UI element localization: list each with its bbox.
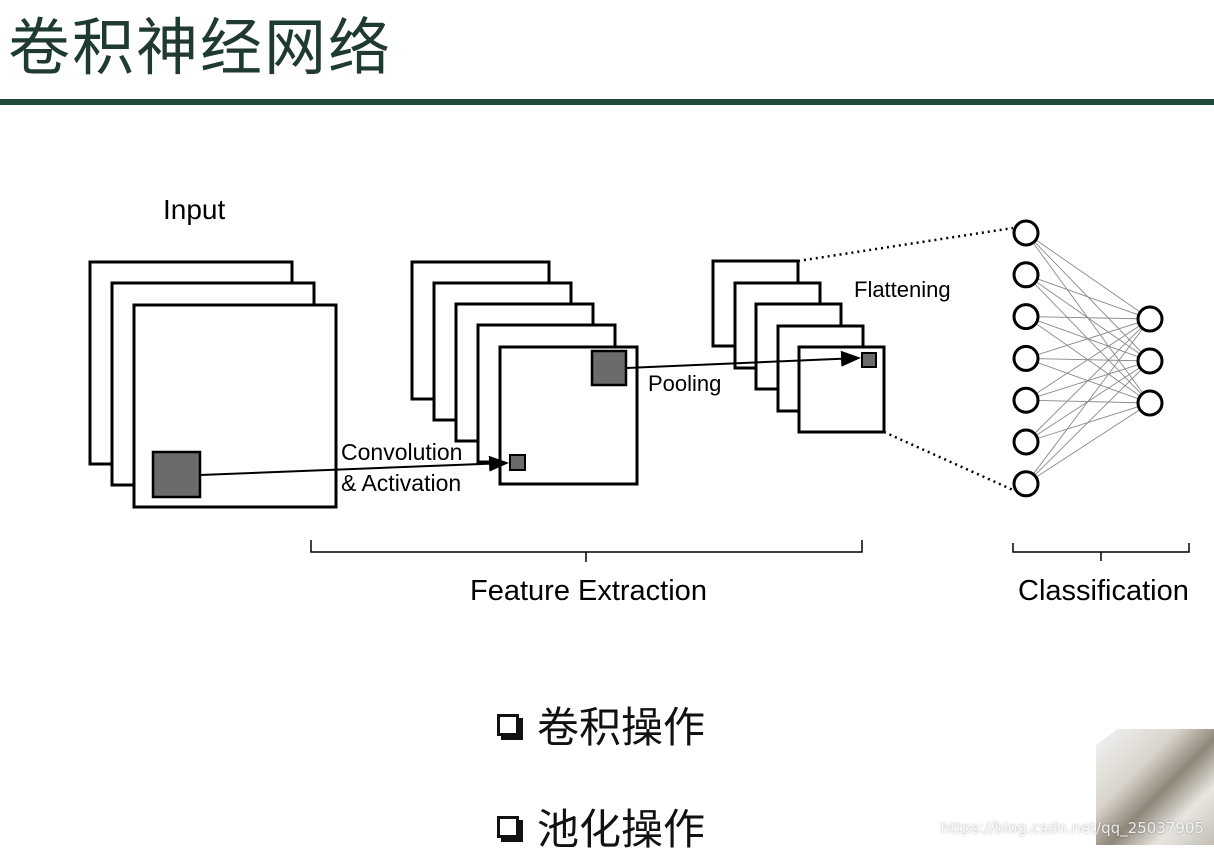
fc-connection bbox=[1025, 274, 1151, 320]
fc-neurons bbox=[1012, 219, 1164, 498]
input-neuron bbox=[1012, 470, 1040, 498]
input-neuron bbox=[1012, 219, 1040, 247]
classification-label: Classification bbox=[1018, 575, 1189, 607]
bullet-convolution-operation: 卷积操作 bbox=[497, 694, 705, 755]
fc-connection bbox=[1025, 318, 1151, 359]
activation-label: & Activation bbox=[341, 470, 461, 496]
feature-extraction-label: Feature Extraction bbox=[470, 575, 707, 607]
flattening-guide-bottom bbox=[883, 430, 1014, 492]
input-neuron bbox=[1012, 303, 1040, 331]
flattening-label: Flattening bbox=[854, 277, 951, 302]
checkbox-bullet-icon bbox=[497, 713, 519, 736]
bullet-pooling-operation: 池化操作 bbox=[497, 796, 705, 857]
input-neuron bbox=[1012, 261, 1040, 289]
checkbox-bullet-icon bbox=[497, 815, 519, 838]
input-neuron bbox=[1012, 428, 1040, 456]
bullet-text: 卷积操作 bbox=[537, 703, 706, 752]
fc-connection bbox=[1025, 318, 1151, 443]
output-neuron bbox=[1136, 347, 1164, 375]
classification-bracket bbox=[1012, 543, 1190, 561]
fc-connection bbox=[1025, 402, 1151, 485]
output-neuron bbox=[1136, 305, 1164, 333]
fc-connection bbox=[1025, 318, 1151, 401]
flattening-guide-top bbox=[797, 226, 1014, 263]
input-neuron bbox=[1012, 386, 1040, 414]
bullet-text: 池化操作 bbox=[537, 805, 706, 854]
input-label: Input bbox=[163, 194, 225, 225]
title-rule bbox=[0, 99, 1214, 105]
fc-connection bbox=[1025, 360, 1151, 485]
fc-connections bbox=[1025, 232, 1151, 485]
fc-connection bbox=[1025, 232, 1151, 320]
convolution-label: Convolution bbox=[341, 439, 462, 465]
feature-extraction-bracket bbox=[310, 540, 863, 562]
fc-connection bbox=[1025, 316, 1151, 320]
slide-title: 卷积神经网络 bbox=[8, 11, 393, 84]
watermark: https://blog.csdn.net/qq_25037905 bbox=[940, 819, 1204, 837]
input-neuron bbox=[1012, 344, 1040, 372]
presenter-camera-thumbnail bbox=[1096, 729, 1214, 845]
input-filter-window bbox=[151, 450, 202, 499]
pooling-arrow bbox=[625, 350, 861, 369]
pooled-cell bbox=[861, 352, 877, 368]
output-neuron bbox=[1136, 389, 1164, 417]
feature-map-cell bbox=[509, 454, 526, 471]
pooling-label: Pooling bbox=[648, 371, 721, 396]
pooling-window bbox=[590, 349, 628, 387]
convolution-arrow bbox=[199, 455, 509, 476]
fc-connection bbox=[1025, 318, 1151, 485]
